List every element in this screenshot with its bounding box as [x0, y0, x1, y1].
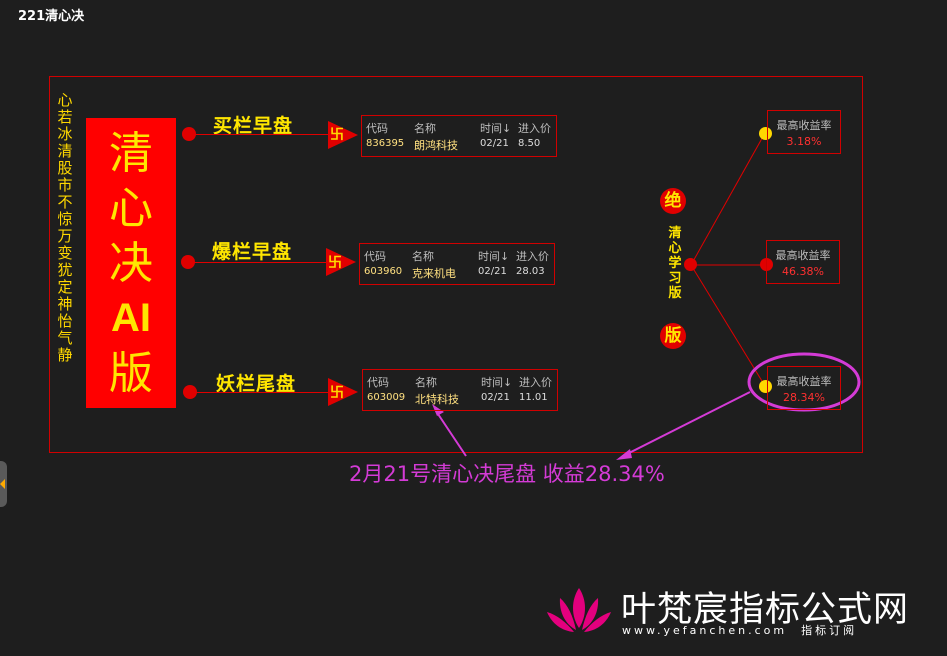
- title-banner: 清心决 AI 版: [86, 118, 176, 408]
- panel-dot-3: [183, 385, 197, 399]
- hub-dot: [684, 258, 697, 271]
- panel-arrow-2: [326, 248, 356, 276]
- return-label: 最高收益率: [776, 119, 832, 132]
- panel-dot-1: [182, 127, 196, 141]
- table-header: 代码 名称 时间↓ 进入价: [362, 120, 556, 136]
- col-code: 代码: [367, 376, 389, 389]
- return-value: 28.34%: [783, 391, 825, 404]
- cell-price: 8.50: [518, 138, 541, 149]
- chevron-left-icon: [0, 479, 5, 489]
- badge-bottom: 版: [660, 323, 686, 349]
- return-label: 最高收益率: [776, 375, 832, 388]
- panel-label-3: 妖栏尾盘: [216, 373, 297, 395]
- return-box-3[interactable]: 最高收益率 28.34%: [767, 366, 841, 410]
- col-time: 时间↓: [478, 250, 510, 263]
- panel-line-1: [194, 134, 334, 135]
- banner-chars: 清心决: [109, 127, 153, 289]
- col-price: 进入价: [519, 376, 552, 389]
- return-dot-3: [759, 380, 772, 393]
- cell-date: 02/21: [480, 138, 509, 149]
- col-time: 时间↓: [481, 376, 513, 389]
- panel-line-3: [195, 392, 330, 393]
- col-price: 进入价: [518, 122, 551, 135]
- cell-name: 北特科技: [415, 393, 459, 406]
- vertical-title: 清心学习版: [668, 226, 682, 301]
- indicator-frame: [49, 76, 863, 453]
- table-row[interactable]: 836395 朗鸿科技 02/21 8.50: [362, 137, 556, 153]
- cell-date: 02/21: [478, 266, 507, 277]
- banner-latin: AI: [111, 295, 151, 340]
- cell-code: 836395: [366, 138, 405, 149]
- col-name: 名称: [414, 122, 436, 135]
- cell-code: 603960: [364, 266, 403, 277]
- return-box-2[interactable]: 最高收益率 46.38%: [766, 240, 840, 284]
- return-label: 最高收益率: [775, 249, 831, 262]
- table-row[interactable]: 603009 北特科技 02/21 11.01: [363, 391, 557, 407]
- col-name: 名称: [412, 250, 434, 263]
- return-box-1[interactable]: 最高收益率 3.18%: [767, 110, 841, 154]
- table-row[interactable]: 603960 克来机电 02/21 28.03: [360, 265, 554, 281]
- col-time: 时间↓: [480, 122, 512, 135]
- cell-name: 克来机电: [412, 267, 456, 280]
- side-collapse-tab[interactable]: [0, 461, 7, 507]
- table-header: 代码 名称 时间↓ 进入价: [363, 374, 557, 390]
- col-price: 进入价: [516, 250, 549, 263]
- return-value: 46.38%: [782, 265, 824, 278]
- panel-arrow-1: [328, 121, 358, 149]
- col-code: 代码: [364, 250, 386, 263]
- col-name: 名称: [415, 376, 437, 389]
- motto-text: 心若冰清 股市不惊 万变犹定 神怡气静: [57, 91, 73, 364]
- watermark-text: 叶梵宸指标公式网: [621, 590, 910, 630]
- banner-last: 版: [109, 347, 153, 399]
- window-title: 221清心决: [18, 9, 85, 24]
- swastika-icon-2: 卐: [328, 255, 342, 271]
- panel-dot-2: [181, 255, 195, 269]
- stock-table-1[interactable]: 代码 名称 时间↓ 进入价 836395 朗鸿科技 02/21 8.50: [361, 115, 557, 157]
- return-value: 3.18%: [786, 135, 822, 148]
- cell-name: 朗鸿科技: [414, 139, 458, 152]
- badge-top: 绝: [660, 188, 686, 214]
- panel-label-1: 买栏早盘: [213, 115, 294, 137]
- table-header: 代码 名称 时间↓ 进入价: [360, 248, 554, 264]
- panel-line-2: [193, 262, 328, 263]
- annotation-caption: 2月21号清心决尾盘 收益28.34%: [349, 462, 665, 486]
- col-code: 代码: [366, 122, 388, 135]
- panel-label-2: 爆栏早盘: [212, 241, 293, 263]
- panel-arrow-3: [328, 378, 358, 406]
- return-dot-1: [759, 127, 772, 140]
- cell-price: 28.03: [516, 266, 545, 277]
- stock-table-3[interactable]: 代码 名称 时间↓ 进入价 603009 北特科技 02/21 11.01: [362, 369, 558, 411]
- stock-table-2[interactable]: 代码 名称 时间↓ 进入价 603960 克来机电 02/21 28.03: [359, 243, 555, 285]
- cell-date: 02/21: [481, 392, 510, 403]
- swastika-icon-3: 卐: [330, 385, 344, 401]
- cell-code: 603009: [367, 392, 406, 403]
- cell-price: 11.01: [519, 392, 548, 403]
- swastika-icon-1: 卐: [330, 127, 344, 143]
